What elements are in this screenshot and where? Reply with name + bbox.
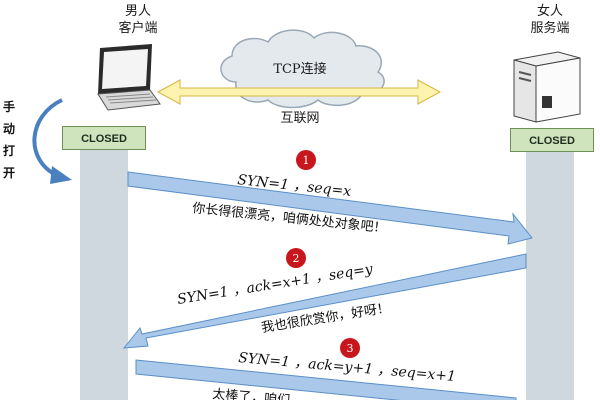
internet-label: 互联网 bbox=[280, 111, 319, 126]
curved-arrow-icon bbox=[32, 98, 72, 184]
side-note-char-2: 动 bbox=[2, 122, 15, 136]
cloud-label: TCP连接 bbox=[273, 61, 326, 77]
side-note-char-4: 开 bbox=[2, 166, 15, 180]
step-3-number: 3 bbox=[347, 342, 354, 355]
step-2-number: 2 bbox=[293, 252, 300, 265]
client-label-line1: 男人 bbox=[124, 4, 151, 19]
step-3-badge bbox=[340, 338, 360, 358]
connection-double-arrow bbox=[156, 79, 442, 105]
server-state-badge: CLOSED bbox=[510, 128, 594, 152]
step-1-number: 1 bbox=[303, 154, 310, 167]
side-note-char-3: 打 bbox=[2, 144, 15, 158]
server-lifeline bbox=[526, 150, 574, 400]
side-note-char-1: 手 bbox=[2, 100, 15, 114]
step-1-arrow bbox=[127, 171, 533, 245]
server-label-line2: 服务端 bbox=[530, 21, 570, 36]
server-icon bbox=[513, 51, 581, 123]
client-lifeline bbox=[80, 150, 128, 400]
client-label-line2: 客户端 bbox=[118, 21, 158, 36]
step-3-arrow bbox=[135, 359, 517, 400]
server-label-line1: 女人 bbox=[536, 4, 563, 19]
step-1-badge bbox=[296, 150, 316, 170]
laptop-icon bbox=[97, 44, 161, 111]
step-2-arrow bbox=[122, 253, 527, 349]
step-3-message: 太棒了，咱们 bbox=[212, 387, 291, 400]
client-state-badge: CLOSED bbox=[62, 126, 146, 150]
step-2-badge bbox=[286, 248, 306, 268]
